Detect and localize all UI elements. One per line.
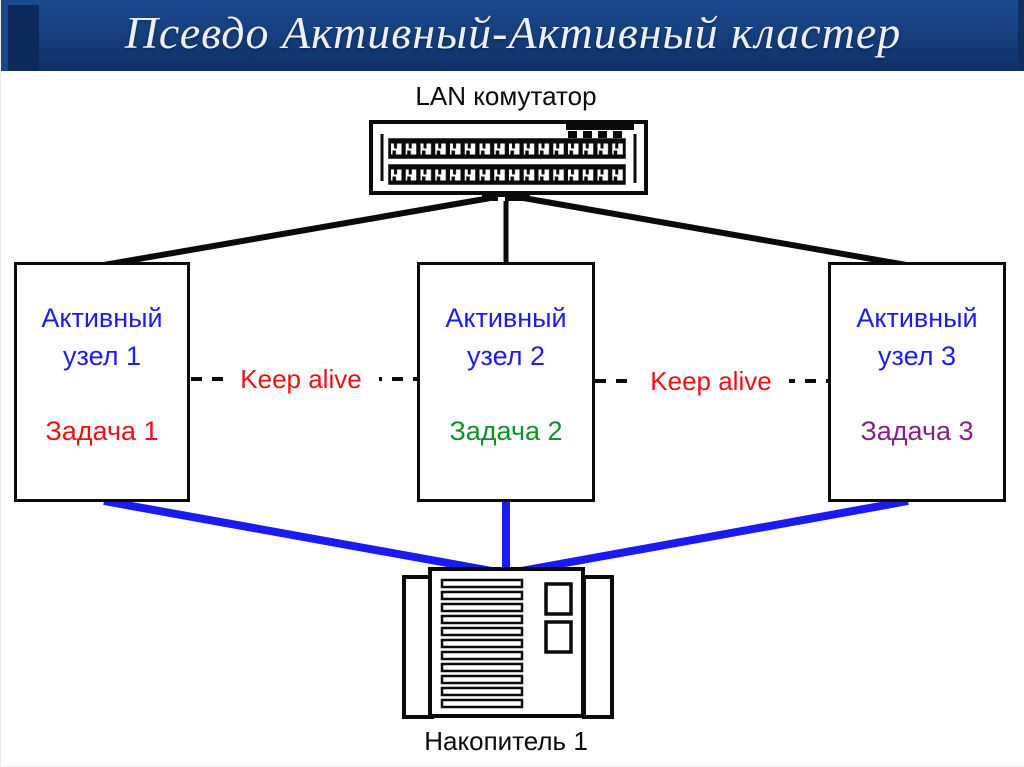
node-title-line1: Активный	[445, 303, 567, 333]
node-title-line1: Активный	[856, 303, 978, 333]
keep-alive-label-left: Keep alive	[223, 364, 379, 395]
header-bar: Псевдо Активный-Активный кластер	[1, 0, 1024, 71]
page-title: Псевдо Активный-Активный кластер	[124, 7, 902, 58]
node-title: Активный узел 2	[420, 299, 592, 375]
keep-alive-label-right: Keep alive	[633, 366, 789, 397]
node-title-line2: узел 2	[467, 341, 545, 371]
node-title-line2: узел 1	[63, 341, 141, 371]
header-accent-block	[8, 5, 39, 71]
header-accent-strip	[1, 0, 8, 71]
lan-links	[97, 193, 913, 269]
node-task: Задача 1	[45, 416, 159, 446]
lan-switch-icon	[369, 120, 648, 201]
node-title-line1: Активный	[41, 303, 163, 333]
header-accent-right	[1018, 0, 1024, 71]
node-box-2: Активный узел 2 Задача 2	[417, 262, 595, 502]
storage-icon	[402, 567, 614, 719]
node-title: Активный узел 3	[831, 299, 1003, 375]
node-box-1: Активный узел 1 Задача 1	[14, 262, 190, 502]
node-title: Активный узел 1	[17, 299, 187, 375]
storage-label: Накопитель 1	[424, 726, 588, 756]
lan-switch-label: LAN комутатор	[415, 81, 597, 111]
node-title-line2: узел 3	[878, 341, 956, 371]
storage-links	[103, 497, 909, 577]
node-task: Задача 2	[449, 416, 563, 446]
node-box-3: Активный узел 3 Задача 3	[828, 262, 1006, 502]
node-task: Задача 3	[860, 416, 974, 446]
